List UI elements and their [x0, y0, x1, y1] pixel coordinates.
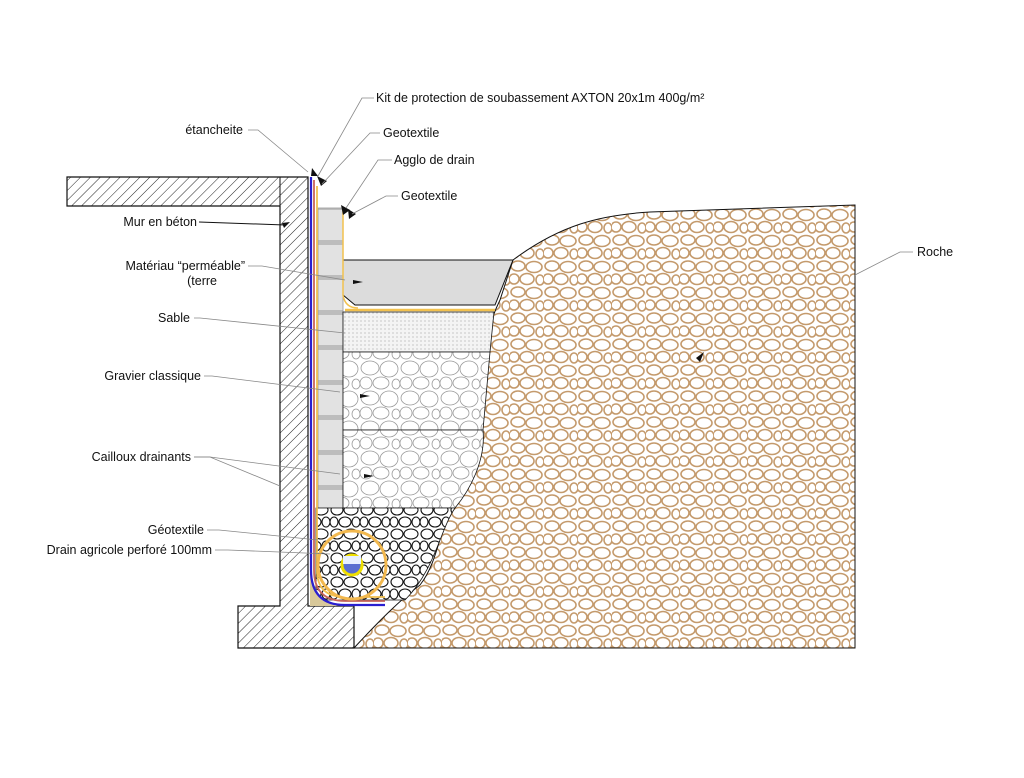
wall-leader: [198, 221, 286, 226]
draining-pebbles-layer: [342, 429, 484, 509]
concrete-wall: [66, 176, 355, 649]
label-materiau: Matériau “perméable”: [126, 259, 246, 273]
sand-layer: [342, 311, 495, 353]
label-cailloux: Cailloux drainants: [92, 450, 191, 464]
leader-lines: [194, 97, 913, 555]
label-geotextile-bottom: Géotextile: [148, 523, 204, 537]
label-gravier: Gravier classique: [104, 369, 201, 383]
axton-protection-kit: [313, 180, 385, 602]
label-drain: Drain agricole perforé 100mm: [47, 543, 212, 557]
label-etancheite: étancheite: [185, 123, 243, 137]
pipe-highlight: [343, 556, 361, 564]
permeable-material-layer: [342, 259, 514, 306]
agglo-drain-blocks: [317, 207, 344, 509]
label-mur: Mur en béton: [123, 215, 197, 229]
label-geotextile-2: Geotextile: [401, 189, 457, 203]
label-agglo: Agglo de drain: [394, 153, 475, 167]
label-terre: (terre: [187, 274, 217, 288]
geotextile-block-wrap: [342, 210, 359, 309]
waterproofing-membrane: [309, 177, 385, 607]
gravel-layer: [342, 351, 491, 431]
label-sable: Sable: [158, 311, 190, 325]
label-geotextile-top: Geotextile: [383, 126, 439, 140]
label-kit: Kit de protection de soubassement AXTON …: [376, 91, 704, 105]
label-roche: Roche: [917, 245, 953, 259]
